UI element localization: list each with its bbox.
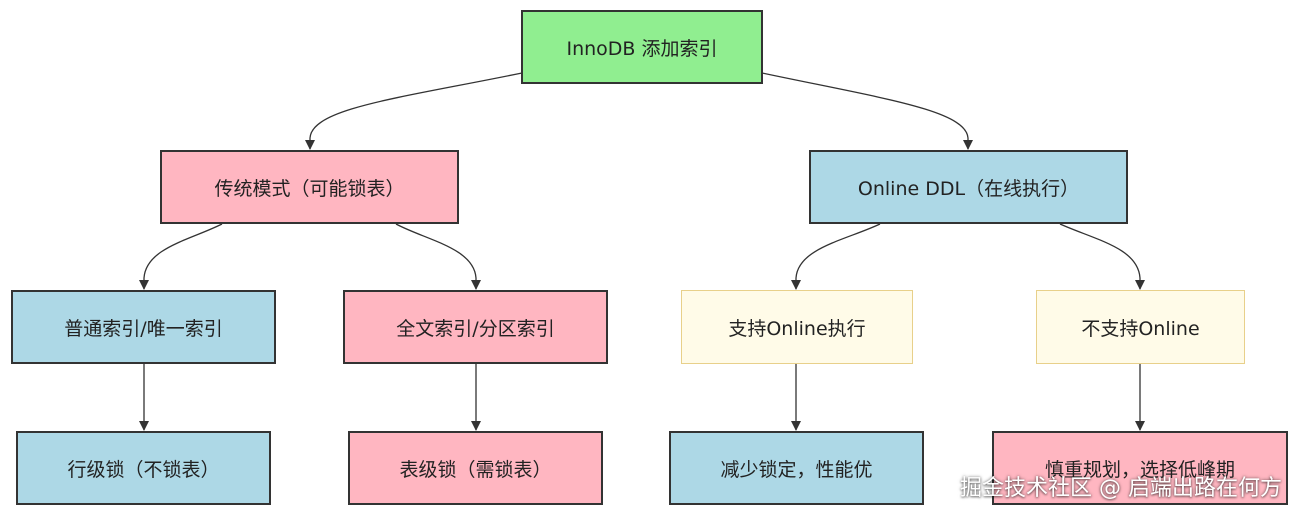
node-root: InnoDB 添加索引 <box>521 10 763 84</box>
edge-root-to-online-ddl <box>761 72 973 150</box>
node-fulltext-partition-index: 全文索引/分区索引 <box>343 290 608 364</box>
edge-online-ddl-to-no-online <box>1059 223 1145 290</box>
edge-traditional-to-fulltext-partition <box>395 223 481 290</box>
node-table-level-lock: 表级锁（需锁表） <box>348 431 603 505</box>
node-traditional-mode: 传统模式（可能锁表） <box>160 150 459 224</box>
edge-root-to-traditional <box>305 72 523 150</box>
node-normal-unique-index: 普通索引/唯一索引 <box>11 290 276 364</box>
node-online-ddl: Online DDL（在线执行） <box>809 150 1128 224</box>
edge-online-ddl-to-supports-online <box>791 223 881 290</box>
node-supports-online: 支持Online执行 <box>681 290 913 364</box>
watermark-text: 掘金技术社区 @ 启端出路在何方 <box>960 476 1282 501</box>
node-row-level-lock: 行级锁（不锁表） <box>16 431 271 505</box>
node-careful-planning: 慎重规划，选择低峰期 <box>992 431 1288 505</box>
node-no-online-support: 不支持Online <box>1036 290 1245 364</box>
edge-traditional-to-normal-unique <box>139 223 223 290</box>
node-less-locking: 减少锁定，性能优 <box>669 431 924 505</box>
